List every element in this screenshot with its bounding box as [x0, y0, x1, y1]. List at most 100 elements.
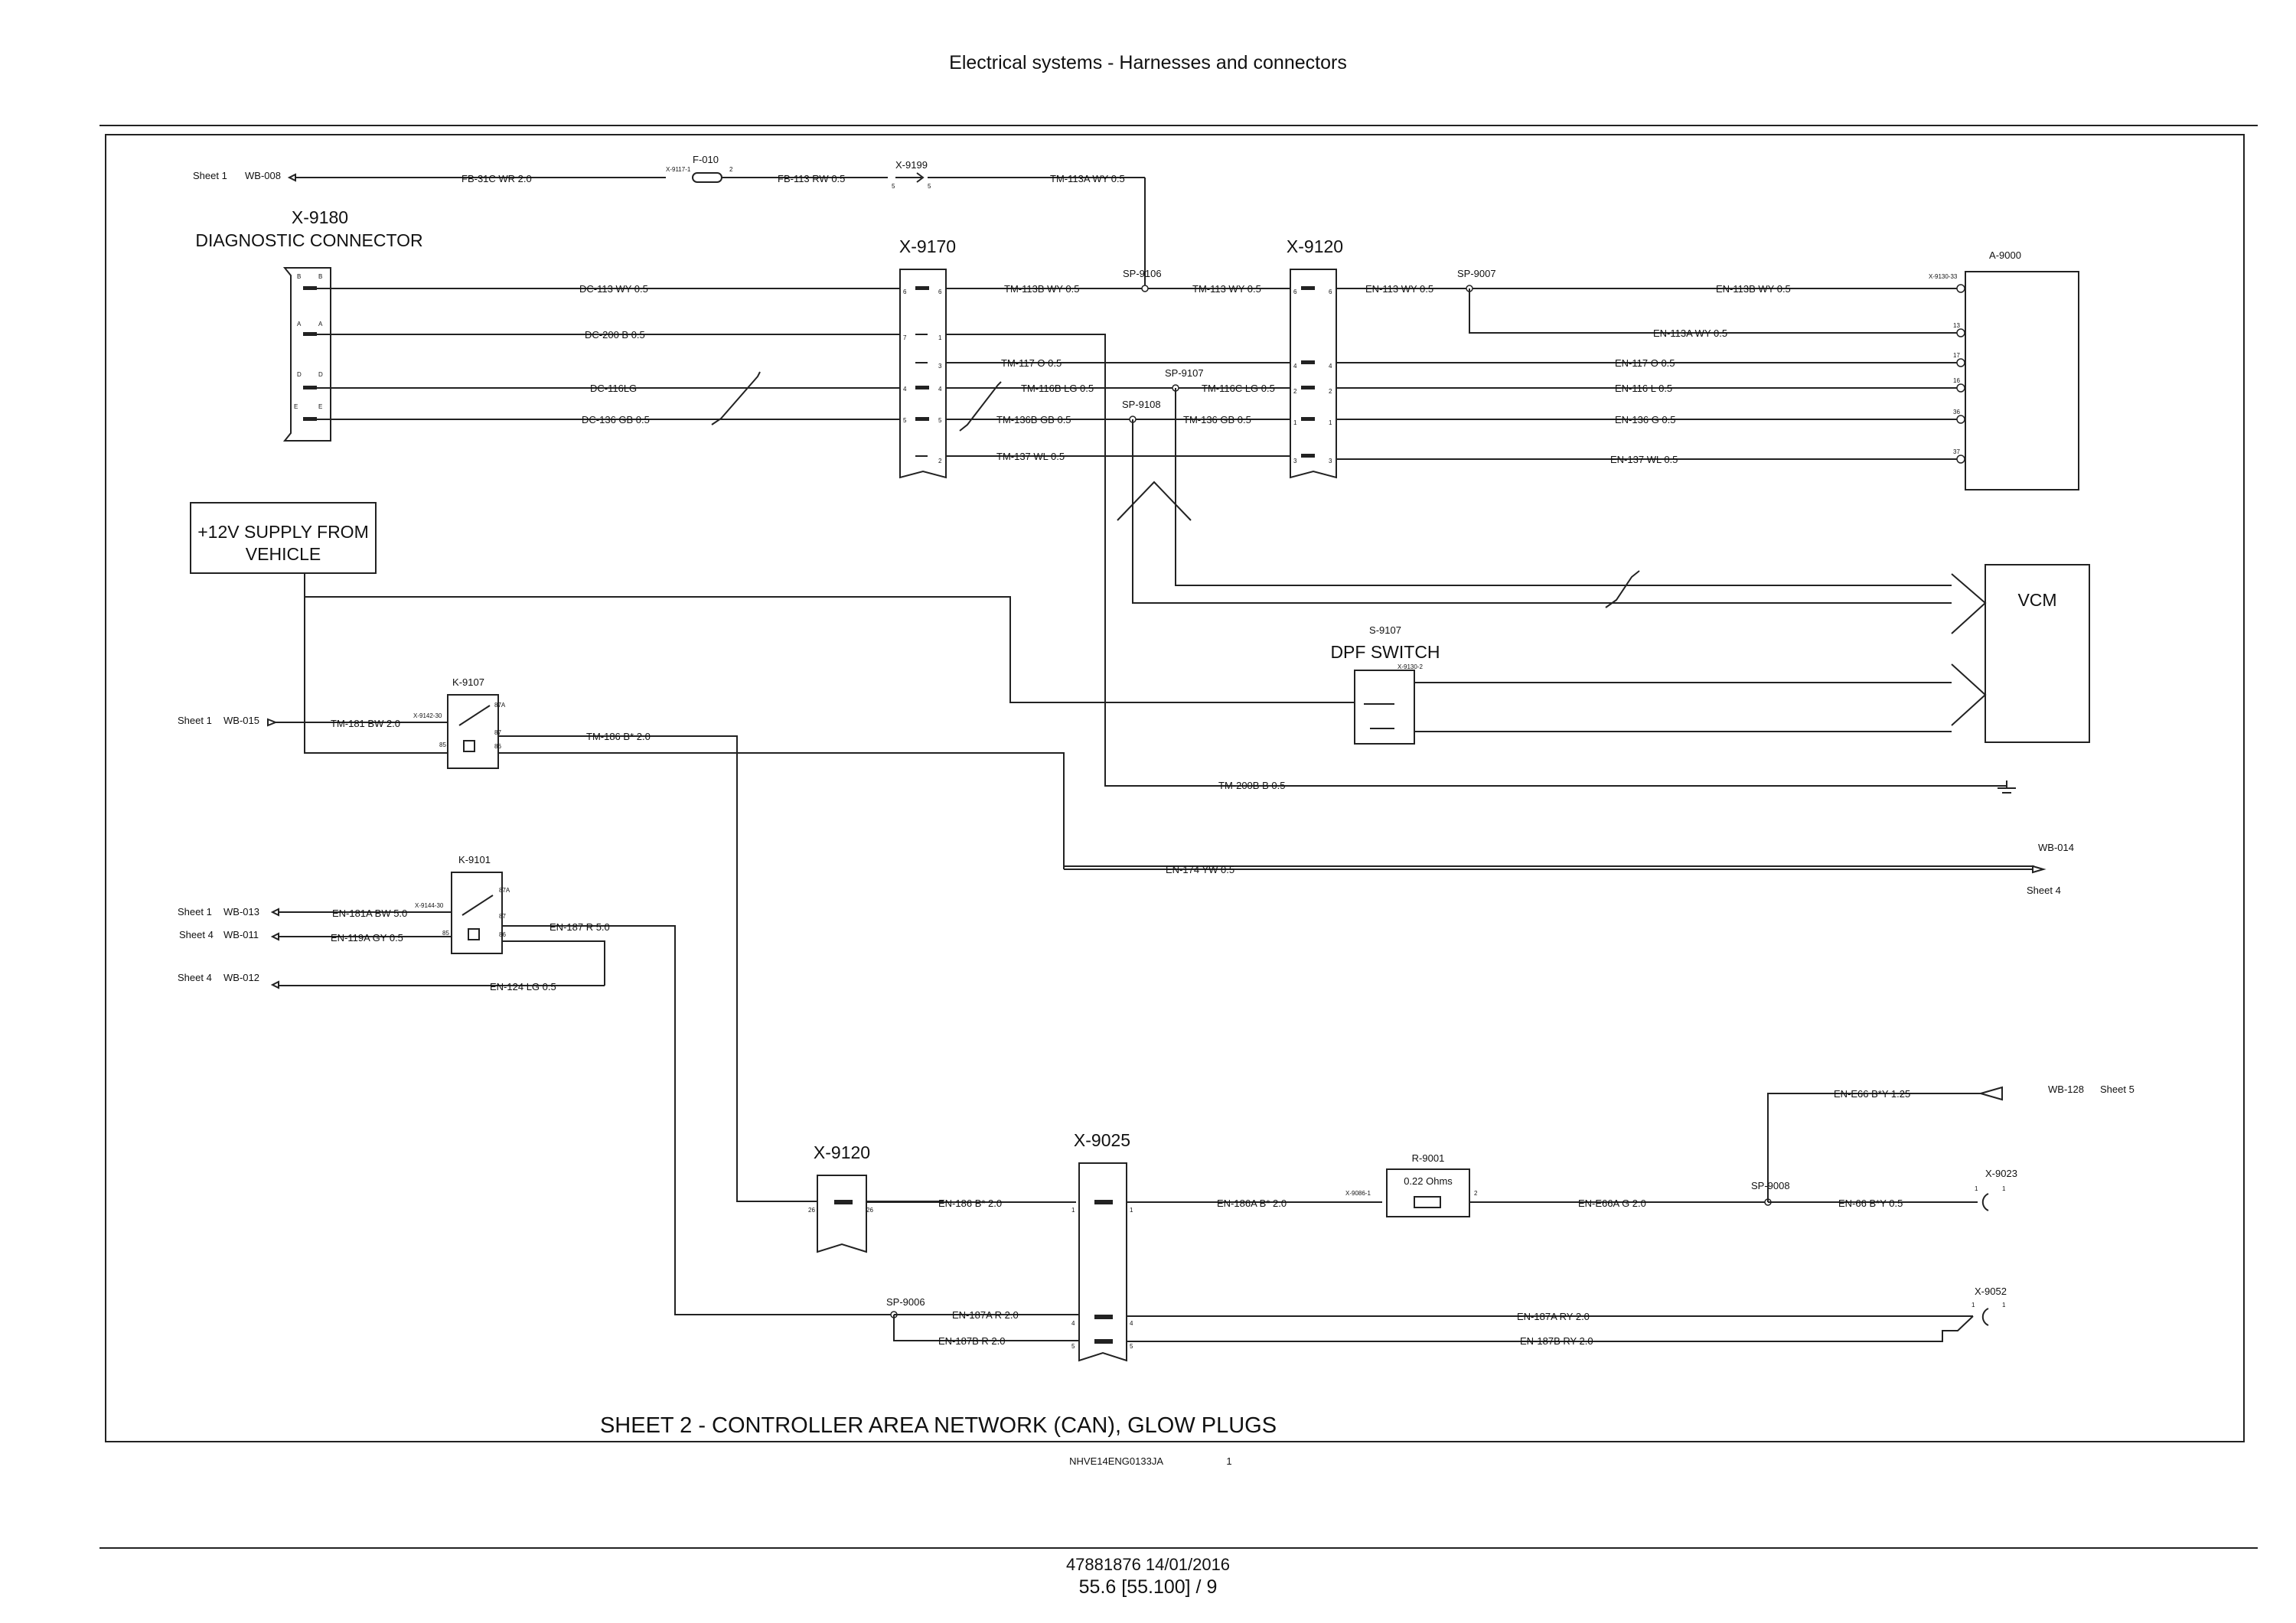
svg-text:1: 1 — [1971, 1302, 1975, 1309]
svg-text:SP-9006: SP-9006 — [886, 1296, 925, 1308]
fuse-label: F-010 — [693, 154, 719, 165]
glow-plug-feed: SP-9008 EN-E66 B*Y 1.25 WB-128 Sheet 5 E… — [1751, 1084, 2135, 1211]
relay-contact-icon — [458, 705, 491, 726]
bus-arrow-icon — [1951, 663, 1987, 726]
splice-label: SP-9106 — [1123, 268, 1162, 279]
en-wires-a9000: EN-113 WY 0.5 SP-9007 EN-113B WY 0.5 EN-… — [1336, 268, 1959, 465]
svg-text:TM-116C LG 0.5: TM-116C LG 0.5 — [1202, 383, 1275, 394]
svg-text:X-9180: X-9180 — [292, 207, 348, 227]
svg-text:87A: 87A — [499, 887, 510, 894]
svg-text:TM-116B LG 0.5: TM-116B LG 0.5 — [1021, 383, 1094, 394]
svg-text:EN-137 WL 0.5: EN-137 WL 0.5 — [1610, 454, 1678, 465]
svg-text:EN-187B RY 2.0: EN-187B RY 2.0 — [1520, 1335, 1593, 1347]
sheet-ref-arrow-icon — [267, 718, 278, 727]
wire-label: FB-113 RW 0.5 — [778, 173, 845, 184]
svg-text:DC-113 WY 0.5: DC-113 WY 0.5 — [579, 283, 648, 295]
svg-text:X-9170: X-9170 — [899, 236, 956, 256]
svg-text:6: 6 — [938, 288, 942, 295]
svg-text:1: 1 — [2002, 1185, 2006, 1192]
image-ref-number: 1 — [1226, 1455, 1231, 1467]
svg-text:87A: 87A — [494, 702, 506, 709]
svg-text:X-9023: X-9023 — [1985, 1168, 2017, 1179]
svg-text:X-9144-30: X-9144-30 — [415, 902, 444, 909]
svg-text:3: 3 — [1293, 458, 1297, 464]
twisted-pair-icon — [959, 381, 1002, 432]
svg-text:EN-116 L 0.5: EN-116 L 0.5 — [1615, 383, 1672, 394]
svg-text:TM-113 WY 0.5: TM-113 WY 0.5 — [1192, 283, 1261, 295]
svg-text:WB-012: WB-012 — [223, 972, 259, 983]
svg-text:X-9120: X-9120 — [814, 1142, 870, 1162]
connector-icon — [1981, 1193, 1989, 1211]
resistor-r9001: R-9001 0.22 Ohms X-9086-1 2 EN-E66A G 2.… — [1345, 1152, 1765, 1217]
svg-text:86: 86 — [499, 931, 506, 938]
svg-text:2: 2 — [938, 458, 942, 464]
connector-body — [1290, 269, 1337, 479]
svg-text:Sheet 4: Sheet 4 — [178, 972, 212, 983]
connector-body — [817, 1175, 867, 1253]
svg-text:17: 17 — [1953, 352, 1960, 359]
dpf-switch-s9107: S-9107 DPF SWITCH X-9130-2 — [1330, 624, 1952, 745]
svg-text:R-9001: R-9001 — [1412, 1152, 1445, 1164]
svg-text:5: 5 — [1071, 1343, 1075, 1350]
svg-text:6: 6 — [1293, 288, 1297, 295]
twisted-pair-icon — [1117, 481, 1192, 521]
sheet-ref-arrow-icon — [2032, 865, 2047, 874]
diagram-frame — [105, 134, 2245, 1442]
page-header: Electrical systems - Harnesses and conne… — [949, 52, 1347, 73]
svg-text:Sheet 5: Sheet 5 — [2100, 1084, 2135, 1095]
svg-text:TM-200B B 0.5: TM-200B B 0.5 — [1218, 780, 1285, 791]
svg-text:A-9000: A-9000 — [1989, 249, 2021, 261]
svg-text:WB-015: WB-015 — [223, 715, 259, 726]
connector-icon — [1981, 1308, 1989, 1326]
svg-text:X-9130-2: X-9130-2 — [1397, 663, 1423, 670]
svg-text:D: D — [297, 371, 302, 378]
relay-coil-icon — [463, 740, 475, 752]
svg-text:1: 1 — [1130, 1207, 1133, 1214]
svg-text:A: A — [318, 321, 323, 328]
connector-body — [899, 269, 947, 479]
ground-icon — [1998, 781, 2016, 794]
connector-x9120-upper: X-9120 6 6 4 4 2 2 1 1 3 3 — [1287, 236, 1343, 479]
svg-text:87: 87 — [499, 913, 506, 920]
connector-x9025: X-9025 1 1 4 4 5 5 EN-186A B* 2.0 — [1071, 1130, 1382, 1362]
svg-text:4: 4 — [1293, 363, 1297, 370]
svg-text:5: 5 — [903, 417, 907, 424]
svg-text:EN-186A B* 2.0: EN-186A B* 2.0 — [1217, 1198, 1287, 1209]
svg-text:+12V SUPPLY FROM: +12V SUPPLY FROM — [197, 522, 369, 542]
module-body — [1965, 271, 2079, 490]
svg-text:37: 37 — [1953, 448, 1960, 455]
fuse-icon — [692, 172, 722, 183]
svg-text:TM-136 GB 0.5: TM-136 GB 0.5 — [1183, 414, 1251, 425]
splice-dot — [1141, 285, 1149, 292]
wire-label: TM-113A WY 0.5 — [1050, 173, 1125, 184]
svg-text:EN-117 O 0.5: EN-117 O 0.5 — [1615, 357, 1675, 369]
svg-text:SP-9008: SP-9008 — [1751, 1180, 1790, 1191]
svg-text:TM-181 BW 2.0: TM-181 BW 2.0 — [331, 718, 400, 729]
svg-text:5: 5 — [1130, 1343, 1133, 1350]
svg-text:4: 4 — [903, 386, 907, 393]
svg-text:EN-113A WY 0.5: EN-113A WY 0.5 — [1653, 328, 1727, 339]
svg-text:3: 3 — [1329, 458, 1332, 464]
svg-text:EN-181A BW 5.0: EN-181A BW 5.0 — [332, 908, 407, 919]
svg-text:D: D — [318, 371, 323, 378]
svg-text:EN-186 B* 2.0: EN-186 B* 2.0 — [938, 1198, 1002, 1209]
svg-text:K-9107: K-9107 — [452, 676, 484, 688]
twisted-pair-icon — [711, 371, 761, 425]
sheet-ref-arrow-icon — [1978, 1086, 2003, 1101]
svg-text:WB-013: WB-013 — [223, 906, 259, 917]
svg-text:4: 4 — [1071, 1320, 1075, 1327]
resistor-icon — [1414, 1196, 1441, 1208]
svg-text:X-9052: X-9052 — [1975, 1286, 2007, 1297]
page-number: 55.6 [55.100] / 9 — [1078, 1576, 1218, 1598]
svg-text:X-9142-30: X-9142-30 — [413, 712, 442, 719]
connector-label: X-9199 — [895, 159, 928, 171]
svg-text:B: B — [297, 273, 301, 280]
svg-text:B: B — [318, 273, 322, 280]
svg-text:26: 26 — [808, 1207, 815, 1214]
connector-x9170: X-9170 6 6 7 1 3 4 4 5 5 2 — [899, 236, 956, 479]
relay-coil-icon — [468, 928, 480, 940]
svg-text:WB-128: WB-128 — [2048, 1084, 2084, 1095]
svg-text:X-9025: X-9025 — [1074, 1130, 1130, 1150]
sheet-title: SHEET 2 - CONTROLLER AREA NETWORK (CAN),… — [600, 1413, 1277, 1438]
